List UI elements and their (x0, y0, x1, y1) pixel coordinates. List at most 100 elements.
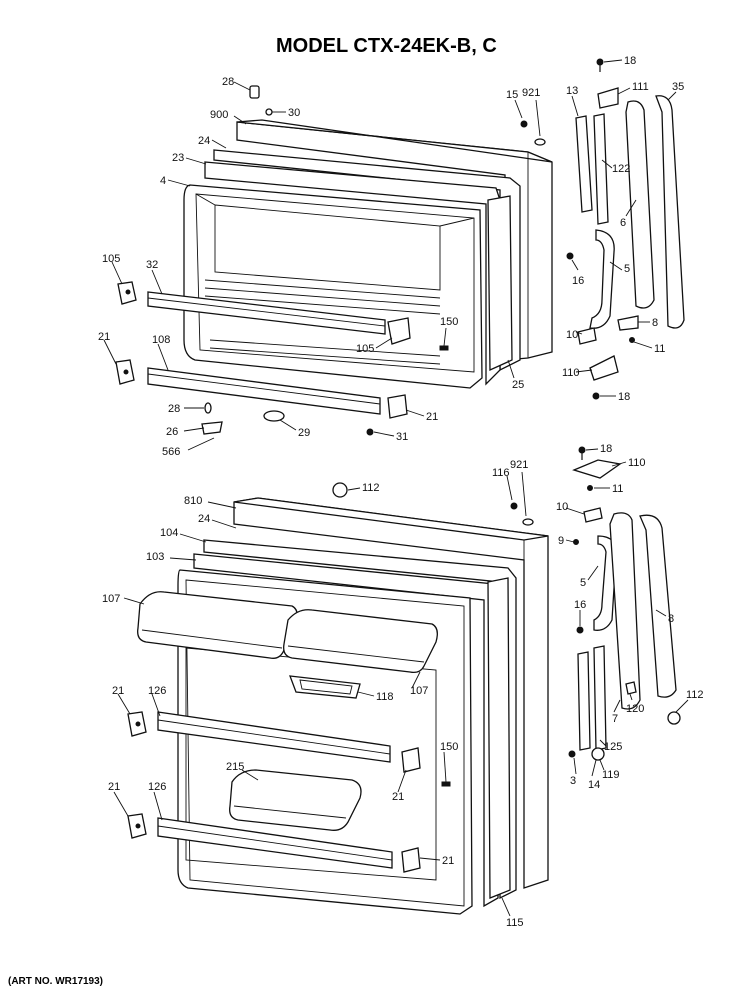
callout-fresh-125: 125 (604, 741, 622, 753)
bracket-21-left-upper (127, 711, 147, 737)
plug-28 (249, 85, 260, 99)
art-number: (ART NO. WR17193) (8, 976, 103, 987)
callout-fresh-119: 119 (602, 769, 620, 781)
freezer-bracket-105 (387, 317, 411, 345)
part-11-fresh (587, 485, 593, 491)
callout-fresh-9: 9 (558, 535, 564, 547)
model-title: MODEL CTX-24EK-B, C (276, 35, 497, 57)
fresh-side-strip (487, 577, 511, 899)
part-10 (577, 327, 597, 345)
callout-fresh-126-lower: 126 (148, 781, 166, 793)
arm-6 (625, 100, 655, 309)
part-120 (625, 681, 637, 695)
bin-215 (229, 769, 362, 831)
bracket-21-lower (401, 847, 421, 873)
callout-30: 30 (288, 107, 300, 119)
bracket-21-upper (401, 747, 421, 773)
callout-108: 108 (152, 334, 170, 346)
freezer-leader-lines (103, 59, 677, 451)
strip-122 (593, 113, 609, 225)
callout-15: 15 (506, 89, 518, 101)
clip-150-fresh (441, 781, 451, 787)
callout-921: 921 (522, 87, 540, 99)
strip-125b (593, 645, 607, 751)
callout-fresh-150: 150 (440, 741, 458, 753)
freezer-shelf-bar-108 (147, 367, 381, 415)
part-9 (573, 539, 579, 545)
callout-28-bottom: 28 (168, 403, 180, 415)
fresh-hinge-hardware (510, 446, 681, 761)
tray-118 (289, 675, 361, 699)
part-921 (534, 138, 546, 146)
callout-25: 25 (512, 379, 524, 391)
part-111 (597, 87, 619, 109)
strip-125a (577, 651, 591, 751)
callout-fresh-14: 14 (588, 779, 600, 791)
callout-13: 13 (566, 85, 578, 97)
handle-5 (589, 229, 615, 329)
part-921-fresh (522, 518, 534, 526)
callout-110: 110 (562, 367, 580, 379)
fresh-callouts: 18 110 11 116 921 112 810 24 104 103 107… (102, 443, 704, 929)
part-10-fresh (583, 507, 603, 523)
callout-fresh-10: 10 (556, 501, 568, 513)
hinge-110-fresh (572, 459, 622, 479)
fresh-outer-panel-top (233, 497, 549, 541)
part-3 (568, 750, 576, 758)
callout-21-right: 21 (426, 411, 438, 423)
callout-fresh-21-c: 21 (108, 781, 120, 793)
screw-116 (510, 502, 518, 510)
callout-fresh-120: 120 (626, 703, 644, 715)
callout-fresh-21-d: 21 (442, 855, 454, 867)
callout-fresh-115: 115 (506, 917, 524, 929)
callout-fresh-116: 116 (492, 467, 510, 479)
callout-fresh-112-side: 112 (686, 689, 704, 701)
plug-112-top (332, 482, 348, 498)
callout-28: 28 (222, 76, 234, 88)
screw-15 (520, 120, 528, 128)
callout-fresh-104: 104 (160, 527, 178, 539)
callout-24: 24 (198, 135, 210, 147)
callout-fresh-8: 8 (668, 613, 674, 625)
fresh-food-door-assembly (127, 482, 549, 915)
callout-4: 4 (160, 175, 166, 187)
screw-18-fresh (578, 446, 586, 460)
screw-18-bottom (592, 392, 600, 400)
callout-5: 5 (624, 263, 630, 275)
freezer-side-strip (487, 195, 513, 372)
callout-23: 23 (172, 152, 184, 164)
strip-35 (655, 95, 685, 329)
callout-fresh-11: 11 (612, 483, 623, 495)
callout-31: 31 (396, 431, 408, 443)
part-11 (629, 337, 635, 343)
callout-fresh-126-upper: 126 (148, 685, 166, 697)
screw-16 (566, 252, 574, 260)
callout-16: 16 (572, 275, 584, 287)
callout-105-right: 105 (356, 343, 374, 355)
freezer-inner-liner (183, 184, 483, 389)
callout-35: 35 (672, 81, 684, 93)
callout-fresh-21-b: 21 (392, 791, 404, 803)
strip-8-gasket (639, 514, 677, 698)
callout-fresh-118: 118 (376, 691, 394, 703)
callout-fresh-16: 16 (574, 599, 586, 611)
callout-29: 29 (298, 427, 310, 439)
freezer-shelf-bar-32 (147, 291, 386, 335)
callout-900: 900 (210, 109, 228, 121)
plug-112-side (667, 711, 681, 725)
callout-11: 11 (654, 343, 665, 355)
screw-18-top (596, 58, 604, 72)
callout-fresh-215: 215 (226, 761, 244, 773)
callout-10: 10 (566, 329, 578, 341)
callout-fresh-21-a: 21 (112, 685, 124, 697)
freezer-bracket-21-right (387, 394, 408, 419)
callout-fresh-810: 810 (184, 495, 202, 507)
callout-26: 26 (166, 426, 178, 438)
freezer-hinge-hardware (520, 58, 685, 400)
part-119 (591, 747, 605, 761)
freezer-shelf-ribs (204, 279, 441, 365)
screw-30 (265, 108, 273, 116)
plug-28-bottom (204, 402, 212, 414)
bin-107-right (283, 609, 438, 674)
